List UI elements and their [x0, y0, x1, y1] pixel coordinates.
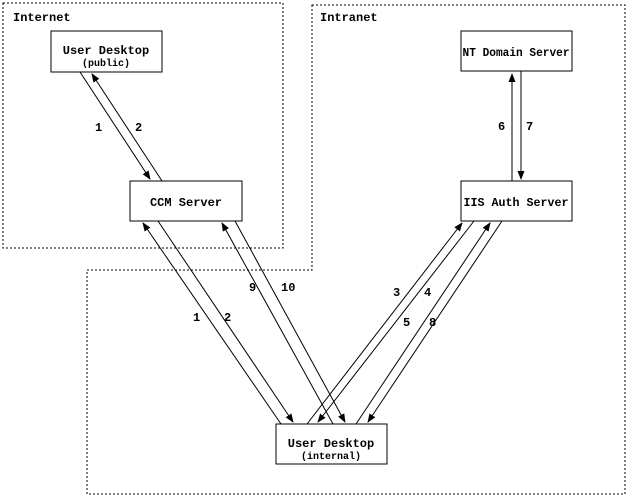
node-user-desktop-internal-label: User Desktop [288, 437, 374, 451]
arrow-label-5: 5 [403, 316, 410, 330]
arrow-label-1-public: 1 [95, 121, 102, 135]
node-ccm-server-label: CCM Server [150, 196, 222, 210]
arrow-label-2-internal: 2 [224, 311, 231, 325]
arrow-label-10: 10 [281, 281, 295, 295]
arrow-label-4: 4 [424, 286, 431, 300]
arrow-label-9: 9 [249, 281, 256, 295]
node-user-desktop-internal-box [275, 423, 388, 465]
node-ccm-server: CCM Server [129, 180, 243, 222]
arrow-label-8: 8 [429, 316, 436, 330]
zone-label-intranet: Intranet [320, 11, 378, 25]
arrow-label-6: 6 [498, 120, 505, 134]
arrow-9-internal-desktop-to-ccm [221, 222, 334, 425]
node-user-desktop-internal-sublabel: (internal) [301, 451, 361, 463]
zone-label-internet: Internet [13, 11, 71, 25]
arrow-1-public-desktop-to-ccm [79, 71, 151, 180]
node-nt-domain-server-label: NT Domain Server [463, 46, 570, 60]
arrow-label-3: 3 [393, 286, 400, 300]
node-nt-domain-server-box [460, 30, 573, 72]
arrow-5-internal-desktop-to-iis [355, 222, 491, 425]
arrow-1-internal-desktop-to-ccm [142, 222, 282, 425]
zone-intranet-border [86, 4, 626, 495]
node-ccm-server-box [129, 180, 243, 222]
node-nt-domain-server: NT Domain Server [460, 30, 573, 72]
node-user-desktop-public-sublabel: (public) [82, 58, 130, 70]
arrow-3-internal-desktop-to-iis [306, 222, 463, 425]
zone-internet-border [2, 2, 284, 249]
node-user-desktop-public: User Desktop (public) [50, 30, 163, 73]
arrow-4-iis-to-internal-desktop [317, 220, 475, 423]
node-user-desktop-public-label: User Desktop [63, 44, 149, 58]
arrow-10-ccm-to-internal-desktop [234, 220, 346, 423]
arrow-2-ccm-to-internal-desktop [157, 220, 294, 423]
node-iis-auth-server-label: IIS Auth Server [464, 196, 569, 210]
arrow-2-ccm-to-public-desktop [91, 73, 163, 182]
node-iis-auth-server: IIS Auth Server [460, 180, 573, 222]
node-iis-auth-server-box [460, 180, 573, 222]
arrow-label-1-internal: 1 [193, 311, 200, 325]
node-user-desktop-internal: User Desktop (internal) [275, 423, 388, 465]
arrow-8-iis-to-internal-desktop [367, 220, 503, 423]
arrow-label-2-public: 2 [135, 121, 142, 135]
node-user-desktop-public-box [50, 30, 163, 73]
arrow-label-7: 7 [526, 120, 533, 134]
